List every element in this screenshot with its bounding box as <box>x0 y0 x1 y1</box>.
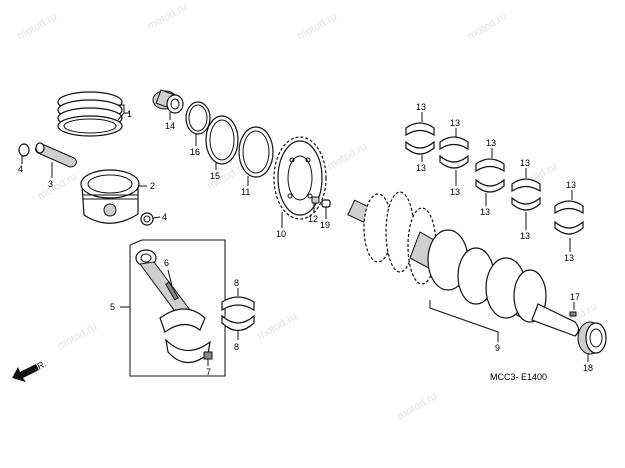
watermark: motod.ru <box>36 170 80 202</box>
watermark: motod.ru <box>56 320 100 352</box>
end-bearing[interactable] <box>577 321 607 355</box>
callout-14: 14 <box>165 121 175 131</box>
callout-10: 10 <box>276 229 286 239</box>
callout-5: 5 <box>110 302 115 312</box>
piston-pin-clip[interactable] <box>18 143 154 226</box>
watermark: motod.ru <box>146 0 190 32</box>
callout-13: 13 <box>520 158 530 168</box>
woodruff-key[interactable] <box>569 311 577 317</box>
watermark: motod.ru <box>396 390 440 422</box>
callout-1: 1 <box>127 109 132 119</box>
callout-8: 8 <box>234 342 239 352</box>
callout-13: 13 <box>450 187 460 197</box>
watermark: motod.ru <box>296 10 340 42</box>
callout-6: 6 <box>164 258 169 268</box>
thrust-washer[interactable] <box>205 115 239 165</box>
leader-line <box>152 216 161 219</box>
callout-13: 13 <box>416 102 426 112</box>
main-bearing-set[interactable] <box>405 122 584 235</box>
dowel-pin[interactable] <box>321 199 331 208</box>
callout-7: 7 <box>206 367 211 377</box>
crankshaft[interactable] <box>347 191 580 337</box>
piston-rings[interactable] <box>57 91 123 137</box>
leader-line <box>117 112 125 121</box>
front-direction-arrow: FR. <box>12 359 48 382</box>
primary-drive-gear[interactable] <box>273 136 327 220</box>
direction-label: FR. <box>31 359 48 374</box>
callout-13: 13 <box>520 231 530 241</box>
snap-ring[interactable] <box>185 101 211 135</box>
connecting-rod[interactable] <box>135 249 206 333</box>
callout-16: 16 <box>190 147 200 157</box>
rod-nut[interactable] <box>203 351 213 360</box>
watermark: motod.ru <box>256 310 300 342</box>
callout-4: 4 <box>162 212 167 222</box>
callout-18: 18 <box>583 363 593 373</box>
spring-pin[interactable] <box>311 196 320 204</box>
callout-19: 19 <box>320 220 330 230</box>
connecting-rod-cap[interactable] <box>165 338 211 364</box>
callout-13: 13 <box>480 207 490 217</box>
callout-13: 13 <box>564 253 574 263</box>
side-washer[interactable] <box>238 126 274 178</box>
watermark: motod.ru <box>326 140 370 172</box>
callout-11: 11 <box>241 187 250 197</box>
rod-bolt[interactable] <box>165 281 179 301</box>
rod-bearing-lower[interactable] <box>221 314 255 332</box>
callout-8: 8 <box>234 278 239 288</box>
leader-line <box>118 104 130 114</box>
callout-2: 2 <box>150 181 155 191</box>
callout-15: 15 <box>210 171 220 181</box>
callout-12: 12 <box>308 214 318 224</box>
watermark: motod.ru <box>466 10 510 42</box>
piston-pin[interactable] <box>35 142 77 168</box>
leader-line <box>429 300 499 342</box>
callout-9: 9 <box>495 343 500 353</box>
callout-13: 13 <box>566 180 576 190</box>
callout-3: 3 <box>48 179 53 189</box>
piston[interactable] <box>80 169 140 224</box>
leader-line <box>167 269 173 287</box>
callout-17: 17 <box>570 292 580 302</box>
callout-13: 13 <box>416 163 426 173</box>
callout-4: 4 <box>18 164 23 174</box>
callout-13: 13 <box>486 138 496 148</box>
watermark: motod.ru <box>16 10 60 42</box>
rod-bearing-upper[interactable] <box>221 296 255 312</box>
needle-bearing[interactable] <box>152 89 184 114</box>
callout-13: 13 <box>450 118 460 128</box>
diagram-code: MCC3- E1400 <box>490 372 547 382</box>
